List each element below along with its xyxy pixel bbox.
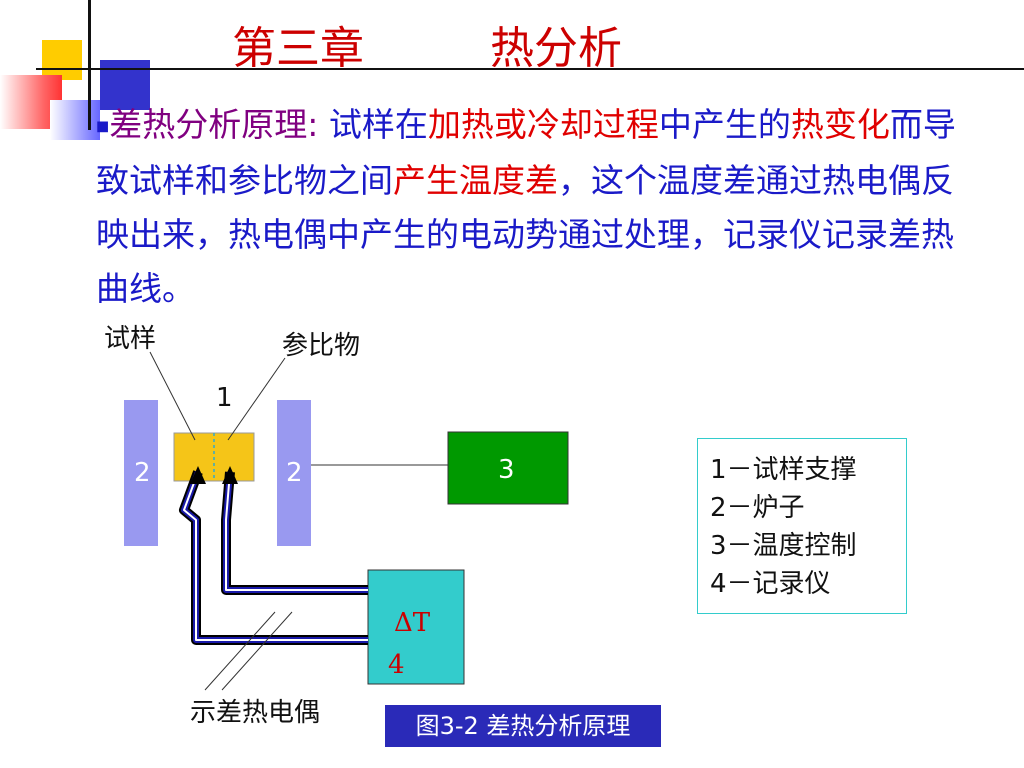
label-furnace-left: 2 bbox=[134, 458, 151, 488]
thermocouple-wire-inner bbox=[181, 470, 368, 643]
legend-item: 2－炉子 bbox=[710, 493, 805, 523]
recorder-box bbox=[367, 569, 465, 685]
pointer-sample bbox=[149, 351, 196, 441]
seg-2: 中产生的 bbox=[658, 105, 791, 144]
seg-1: 加热或冷却过程 bbox=[427, 105, 659, 144]
furnace-right bbox=[277, 400, 311, 546]
label-recorder-delta-t: ΔT bbox=[394, 608, 431, 638]
legend-item: 3－温度控制 bbox=[710, 531, 857, 561]
seg-3: 热变化 bbox=[790, 105, 890, 144]
paragraph-lead: 差热分析原理: bbox=[109, 105, 319, 144]
seg-6: ，这个温度差通过热电偶反映出来，热电偶中产生的电动势通过处理，记录仪记录差热曲线… bbox=[96, 160, 954, 308]
label-thermocouple: 示差热电偶 bbox=[190, 698, 321, 728]
arrow-left-wire bbox=[190, 466, 206, 484]
deco-horizontal-line bbox=[36, 68, 1024, 70]
arrow-right-wire bbox=[222, 466, 238, 484]
label-support-num: 1 bbox=[216, 383, 233, 413]
thermocouple-wire-core bbox=[183, 471, 368, 641]
label-recorder-num: 4 bbox=[388, 650, 405, 680]
pointer-thermocouple-2 bbox=[221, 611, 293, 691]
seg-0: 试样在 bbox=[318, 105, 428, 144]
figure-caption: 图3-2 差热分析原理 bbox=[385, 705, 661, 747]
bullet-icon: ■ bbox=[96, 118, 110, 135]
deco-vertical-line bbox=[88, 0, 91, 130]
pointer-thermocouple-1 bbox=[204, 611, 276, 691]
seg-5: 产生温度差 bbox=[393, 160, 558, 200]
legend-item: 1－试样支撑 bbox=[710, 455, 857, 485]
label-reference: 参比物 bbox=[282, 331, 361, 361]
diagram-legend: 1－试样支撑 2－炉子 3－温度控制 4－记录仪 bbox=[697, 438, 907, 614]
label-sample: 试样 bbox=[104, 324, 157, 354]
seg-4: 而导致试样和参比物之间 bbox=[96, 105, 956, 200]
temp-control-box bbox=[447, 431, 569, 505]
principle-paragraph: ■差热分析原理: 试样在加热或冷却过程中产生的热变化而导致试样和参比物之间产生温… bbox=[96, 98, 981, 316]
pointer-reference bbox=[227, 357, 286, 441]
deco-blue-gradient bbox=[50, 100, 100, 140]
furnace-left bbox=[124, 400, 158, 546]
title-topic: 热分析 bbox=[490, 23, 622, 74]
label-temp-control: 3 bbox=[498, 455, 515, 485]
legend-item: 4－记录仪 bbox=[710, 569, 831, 599]
thermocouple-wire-outer bbox=[179, 470, 368, 645]
deco-yellow-square bbox=[42, 40, 82, 80]
label-furnace-right: 2 bbox=[286, 458, 303, 488]
title-chapter: 第三章 bbox=[232, 23, 364, 74]
